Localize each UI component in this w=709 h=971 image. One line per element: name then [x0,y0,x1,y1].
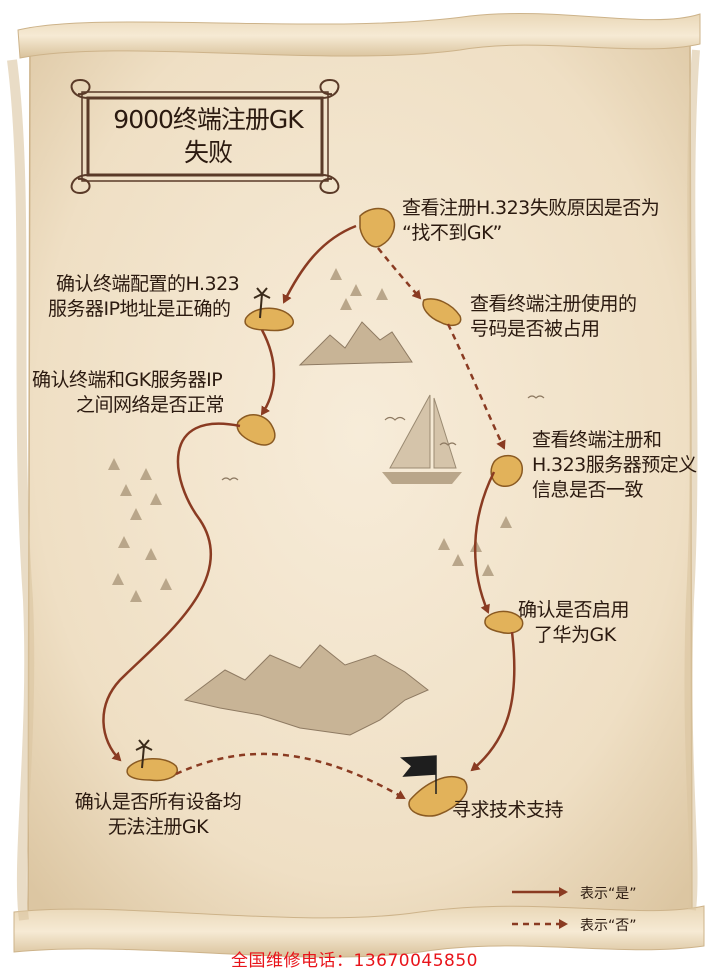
step-4-label: 确认终端和GK服务器IP 之间网络是否正常 [32,368,225,418]
palm-tree-icon [135,739,153,769]
step-7-label: 确认是否所有设备均 无法注册GK [58,790,258,840]
palm-tree-icon [253,287,271,319]
island-step-3 [422,298,462,327]
step-6-label: 确认是否启用 了华为GK [518,598,630,648]
island-step-1 [359,207,396,248]
step-3-line-2: 号码是否被占用 [470,318,600,340]
island-step-2 [244,287,294,332]
diagram-title: 9000终端注册GK 失败 [92,103,324,169]
legend-yes-label: 表示“是” [580,886,637,902]
title-frame [70,78,340,195]
repair-hotline: 全国维修电话：13670045850 [231,951,478,971]
flow-arrows [102,224,516,800]
arrow-no-s7-s8 [175,752,406,800]
arrow-yes-s2-s4 [260,329,276,416]
step-3-line-1: 查看终端注册使用的 [470,293,637,315]
step-2-label: 确认终端配置的H.323 服务器IP地址是正确的 [48,272,240,322]
step-5-line-1: 查看终端注册和 [532,429,662,451]
step-3-label: 查看终端注册使用的 号码是否被占用 [470,292,637,342]
island-step-8 [400,755,468,817]
decorative-mountains-bottom [183,644,429,736]
step-5-line-3: 信息是否一致 [532,479,644,501]
step-2-line-1: 确认终端配置的H.323 [56,273,240,295]
step-6-line-1: 确认是否启用 [518,599,630,621]
step-4-line-1: 确认终端和GK服务器IP [32,369,223,391]
island-step-7 [126,739,179,782]
arrow-yes-s6-s8 [470,631,516,772]
arrow-yes-s1-s2 [282,224,357,304]
step-8-label: 寻求技术支持 [452,798,564,823]
arrow-yes-s5-s6 [473,471,496,614]
step-7-line-2: 无法注册GK [107,816,209,838]
island-step-5 [490,454,523,487]
island-step-6 [484,610,524,634]
island-step-4 [236,414,276,446]
step-4-line-2: 之间网络是否正常 [76,394,225,416]
decorative-trees [108,268,512,602]
decorative-mountains-top [298,321,413,366]
sailboat-icon [382,394,462,484]
decorative-birds [221,395,545,481]
step-1-line-2: “找不到GK” [402,222,502,244]
step-5-label: 查看终端注册和 H.323服务器预定义 信息是否一致 [532,428,697,503]
title-line-1: 9000终端注册GK [113,105,303,134]
step-1-label: 查看注册H.323失败原因是否为 “找不到GK” [402,196,660,246]
parchment-scroll [7,12,705,958]
step-2-line-2: 服务器IP地址是正确的 [48,298,231,320]
step-1-line-1: 查看注册H.323失败原因是否为 [402,197,660,219]
arrow-yes-s4-s7 [102,422,241,762]
arrow-no-s3-s5 [446,323,506,450]
title-line-2: 失败 [183,138,233,167]
arrow-no-s1-s3 [377,247,422,300]
legend-no-label: 表示“否” [580,918,637,934]
step-8-line-1: 寻求技术支持 [452,799,564,821]
step-6-line-2: 了华为GK [534,624,616,646]
step-5-line-2: H.323服务器预定义 [532,454,697,476]
legend-lines [512,887,568,929]
step-7-line-1: 确认是否所有设备均 [74,791,242,813]
flag-icon [400,755,437,794]
